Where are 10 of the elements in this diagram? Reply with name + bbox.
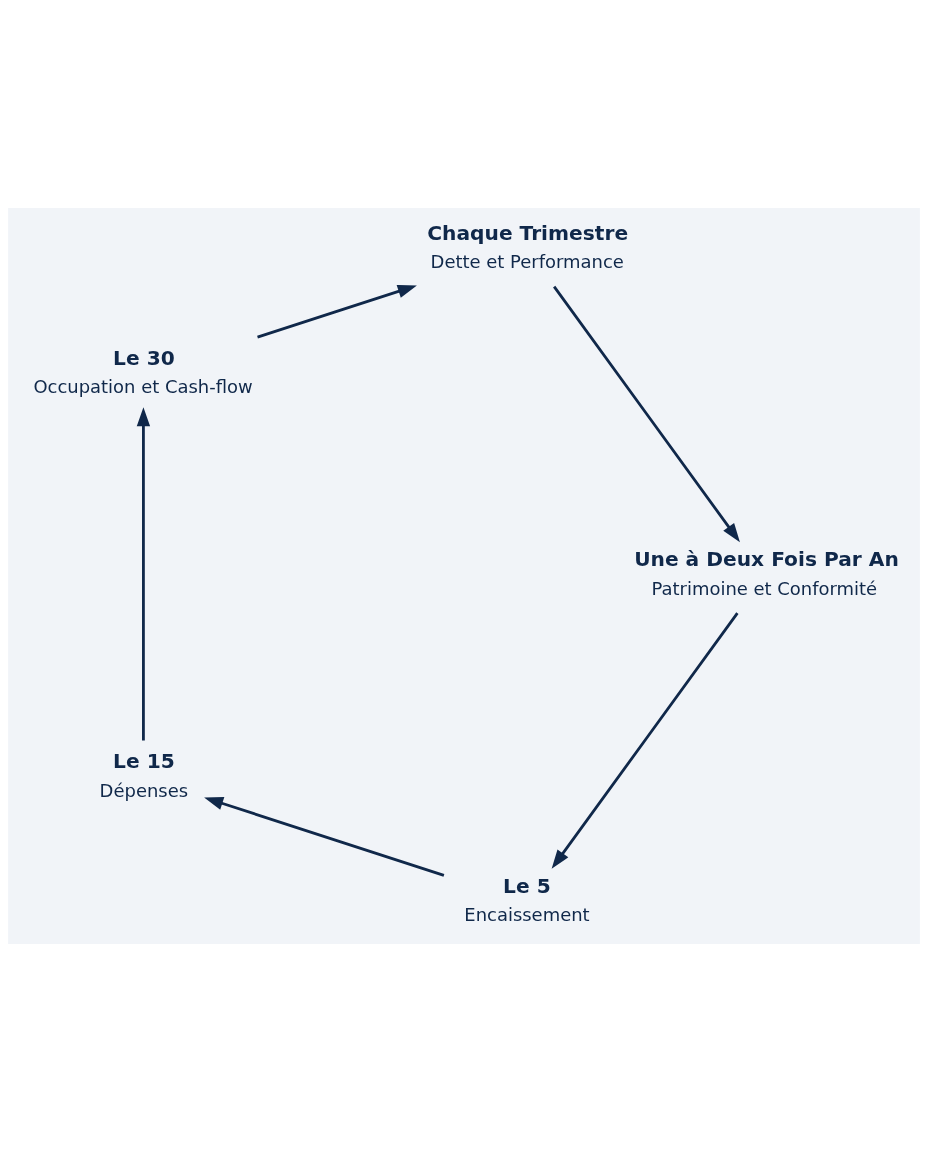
- node-text: Chaque Trimestre Dette et Performance: [427, 220, 629, 273]
- node-text: Le 30 Occupation et Cash-flow: [33, 345, 253, 398]
- arrow: [204, 797, 445, 877]
- arrow: [257, 284, 417, 339]
- arrow: [553, 285, 740, 543]
- arrow: [136, 407, 151, 741]
- node-text: Le 5 Encaissement: [464, 873, 590, 926]
- arrow: [551, 612, 739, 869]
- node-text: Une à Deux Fois Par An Patrimoine et Conformité: [634, 547, 899, 599]
- node-text: Le 15 Dépenses: [99, 749, 189, 801]
